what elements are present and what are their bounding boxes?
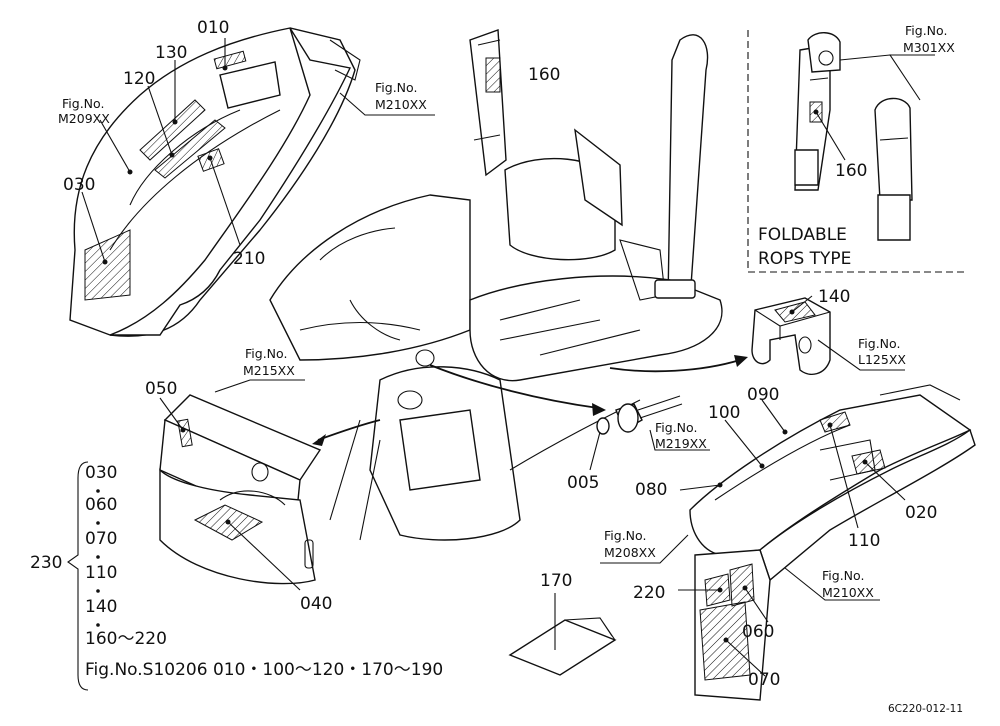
figref-m215-code: M215XX bbox=[243, 363, 295, 378]
label-050: 050 bbox=[145, 379, 177, 399]
figref-m215-prefix: Fig.No. bbox=[245, 346, 287, 361]
figref-m301-code: M301XX bbox=[903, 40, 955, 55]
label-120: 120 bbox=[123, 69, 155, 89]
figref-m210a-prefix: Fig.No. bbox=[375, 80, 417, 95]
label-140: 140 bbox=[818, 287, 850, 307]
rops-box-border bbox=[747, 30, 968, 273]
figref-m301-prefix: Fig.No. bbox=[905, 23, 947, 38]
figure-references: Fig.No. M209XX Fig.No. M210XX Fig.No. M2… bbox=[58, 23, 955, 600]
decal-010 bbox=[213, 50, 247, 70]
figref-m210b-code: M210XX bbox=[822, 585, 874, 600]
label-220: 220 bbox=[633, 583, 665, 603]
tractor-body bbox=[269, 29, 723, 541]
set-item-3: 070 bbox=[85, 529, 117, 549]
decal-set-list: 230 030 060 070 110 140 160～220 Fig.No.S… bbox=[30, 461, 443, 691]
label-110: 110 bbox=[848, 531, 880, 551]
drawing-code: 6C220-012-11 bbox=[888, 703, 963, 715]
figref-m219-prefix: Fig.No. bbox=[655, 420, 697, 435]
rops-note-line1: FOLDABLE bbox=[758, 225, 847, 245]
decal-030-left bbox=[84, 229, 131, 301]
foldable-rops-detail bbox=[794, 32, 913, 241]
label-030: 030 bbox=[63, 175, 95, 195]
label-040: 040 bbox=[300, 594, 332, 614]
decal-050 bbox=[177, 418, 193, 448]
label-080: 080 bbox=[635, 480, 667, 500]
label-005: 005 bbox=[567, 473, 599, 493]
decal-160-main bbox=[485, 57, 501, 93]
arrow-to-panel bbox=[317, 419, 381, 441]
part-numbers: 010 130 120 030 210 160 160 050 040 005 … bbox=[63, 18, 937, 690]
decal-120 bbox=[139, 99, 206, 161]
label-210: 210 bbox=[233, 249, 265, 269]
label-100: 100 bbox=[708, 403, 740, 423]
rops-type-note: FOLDABLE ROPS TYPE bbox=[758, 225, 851, 269]
figref-m208-prefix: Fig.No. bbox=[604, 528, 646, 543]
manual-booklet bbox=[508, 617, 617, 676]
label-160-rops: 160 bbox=[835, 161, 867, 181]
label-170: 170 bbox=[540, 571, 572, 591]
set-item-2: 060 bbox=[85, 495, 117, 515]
label-090: 090 bbox=[747, 385, 779, 405]
set-item-1: 030 bbox=[85, 463, 117, 483]
arrow-to-l125 bbox=[609, 359, 741, 373]
set-footer: Fig.No.S10206 010・100～120・170～190 bbox=[85, 660, 443, 680]
label-070: 070 bbox=[748, 670, 780, 690]
figref-m210a-code: M210XX bbox=[375, 97, 427, 112]
knob-assembly bbox=[596, 395, 683, 435]
label-130: 130 bbox=[155, 43, 187, 63]
set-item-4: 110 bbox=[85, 563, 117, 583]
set-item-5: 140 bbox=[85, 597, 117, 617]
decal-090 bbox=[819, 411, 851, 433]
figref-m208-code: M208XX bbox=[604, 545, 656, 560]
figref-m219-code: M219XX bbox=[655, 436, 707, 451]
label-010: 010 bbox=[197, 18, 229, 38]
label-020: 020 bbox=[905, 503, 937, 523]
set-group-label: 230 bbox=[30, 553, 62, 573]
decal-060 bbox=[729, 563, 755, 607]
set-item-6: 160～220 bbox=[85, 629, 167, 649]
figref-m209-code: M209XX bbox=[58, 111, 110, 126]
figref-l125-prefix: Fig.No. bbox=[858, 336, 900, 351]
rops-note-line2: ROPS TYPE bbox=[758, 249, 851, 269]
figref-l125-code: L125XX bbox=[858, 352, 906, 367]
figref-m209-prefix: Fig.No. bbox=[62, 96, 104, 111]
arrow-to-m219 bbox=[429, 364, 599, 409]
label-160-main: 160 bbox=[528, 65, 560, 85]
decal-140 bbox=[774, 301, 816, 323]
decal-130 bbox=[154, 119, 226, 179]
left-fender-assembly bbox=[69, 27, 361, 337]
label-060: 060 bbox=[742, 622, 774, 642]
rops-bracket-assembly bbox=[751, 297, 831, 376]
decal-020 bbox=[851, 449, 886, 475]
figref-m210b-prefix: Fig.No. bbox=[822, 568, 864, 583]
